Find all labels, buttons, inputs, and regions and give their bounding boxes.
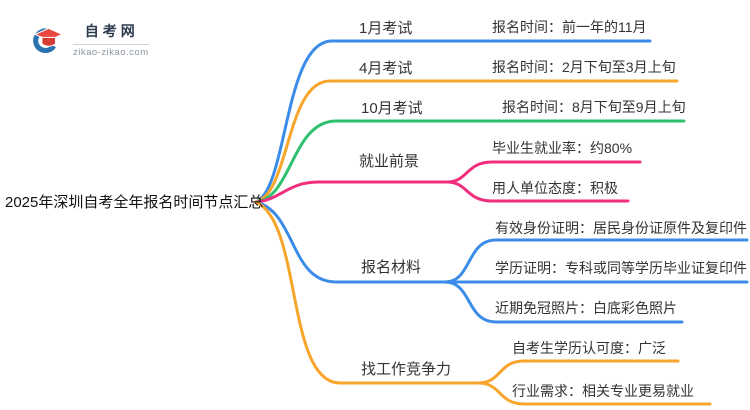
connector-branch-materials — [254, 200, 749, 284]
connector-branch-job-prospects — [254, 180, 449, 204]
connector-leaf-industry-demand — [476, 381, 712, 406]
connector-leaf-id-proof — [443, 238, 749, 284]
connector-leaf-employer-attitude — [445, 180, 630, 203]
branch-node-apr-exam: 4月考试 — [359, 60, 413, 77]
site-logo: 自考网 zikao-zikao.com — [30, 21, 149, 58]
connector-branch-apr-exam — [254, 79, 679, 204]
branch-node-job-prospects: 就业前景 — [359, 153, 420, 170]
branch-node-job-competitiveness: 找工作竞争力 — [361, 361, 452, 378]
logo-title: 自考网 — [73, 21, 149, 45]
leaf-node-employer-attitude: 用人单位态度：积极 — [492, 180, 618, 196]
connector-leaf-photo — [443, 280, 684, 324]
graduation-cap-icon — [33, 27, 64, 53]
connector-leaf-degree-recognition — [476, 359, 680, 385]
leaf-node-apr-reg-time: 报名时间：2月下旬至3月上旬 — [492, 59, 676, 75]
leaf-node-photo: 近期免冠照片：白底彩色照片 — [495, 300, 677, 316]
leaf-node-degree-recognition: 自考生学历认可度：广泛 — [512, 340, 666, 356]
connector-branch-jan-exam — [254, 39, 652, 204]
leaf-node-oct-reg-time: 报名时间：8月下旬至9月上旬 — [502, 99, 686, 115]
root-node: 2025年深圳自考全年报名时间节点汇总 — [5, 194, 264, 211]
leaf-node-jan-reg-time: 报名时间：前一年的11月 — [492, 19, 647, 35]
leaf-node-industry-demand: 行业需求：相关专业更易就业 — [512, 383, 694, 399]
branch-node-jan-exam: 1月考试 — [359, 20, 413, 37]
logo-url: zikao-zikao.com — [73, 47, 149, 58]
leaf-node-id-proof: 有效身份证明：居民身份证原件及复印件 — [495, 220, 747, 236]
leaf-node-diploma-proof: 学历证明：专科或同等学历毕业证复印件 — [495, 260, 747, 276]
branch-node-oct-exam: 10月考试 — [361, 100, 423, 117]
connector-branch-oct-exam — [254, 119, 686, 204]
logo-text: 自考网 zikao-zikao.com — [73, 21, 149, 58]
branch-node-materials: 报名材料 — [361, 259, 422, 276]
leaf-node-employment-rate: 毕业生就业率：约80% — [492, 140, 633, 156]
connector-branch-job-competitiveness — [254, 200, 480, 385]
